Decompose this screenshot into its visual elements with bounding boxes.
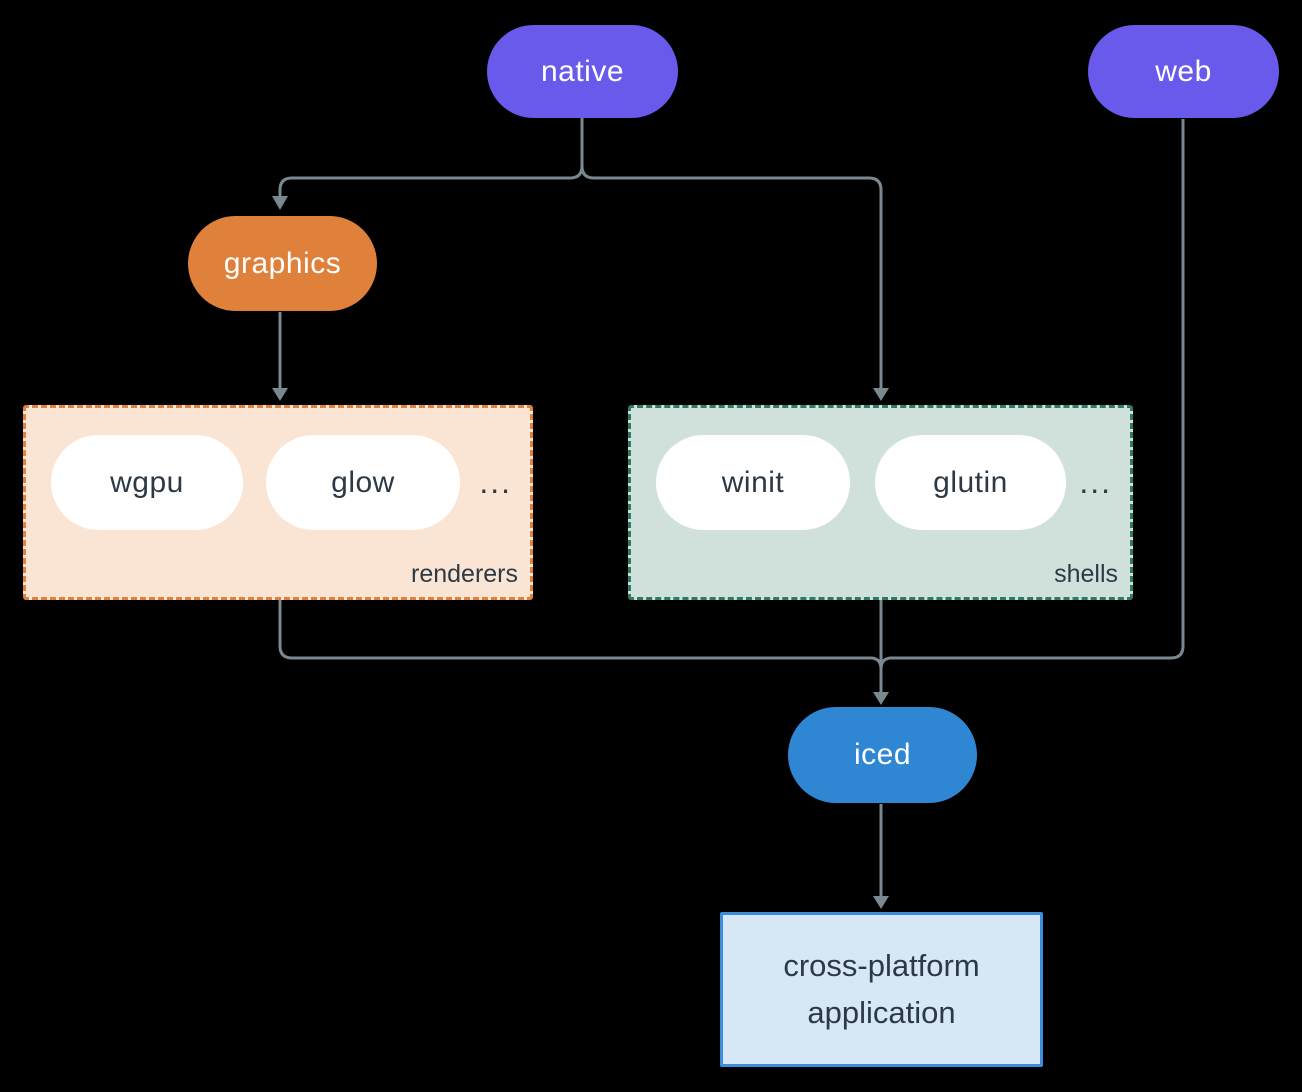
group-shells: winit glutin ... shells: [628, 405, 1133, 600]
arrowhead-into-graphics: [272, 196, 288, 210]
node-web: web: [1088, 25, 1279, 118]
group-renderers: wgpu glow ... renderers: [23, 405, 533, 600]
node-cross-platform-application-label: cross-platform application: [783, 948, 980, 1030]
node-iced-label: iced: [853, 738, 912, 771]
shells-ellipsis: ...: [1079, 464, 1112, 500]
arrowhead-into-shells: [873, 388, 889, 401]
node-wgpu-label: wgpu: [110, 465, 184, 499]
arrowhead-into-iced: [873, 692, 889, 705]
node-graphics-label: graphics: [223, 246, 342, 280]
node-wgpu: wgpu: [51, 435, 243, 530]
node-iced: iced: [788, 707, 977, 803]
node-graphics: graphics: [188, 216, 377, 311]
renderers-ellipsis: ...: [479, 464, 512, 500]
arrowhead-into-application: [873, 896, 889, 909]
node-web-label: web: [1155, 54, 1212, 88]
node-native-label: native: [540, 54, 625, 88]
node-native: native: [487, 25, 678, 118]
node-glow: glow: [266, 435, 460, 530]
edge-native-graphics: [278, 118, 584, 196]
node-glutin-label: glutin: [933, 465, 1008, 499]
node-cross-platform-application: cross-platform application: [720, 912, 1043, 1067]
arrowhead-into-renderers: [272, 388, 288, 401]
renderers-group-label: renderers: [411, 560, 518, 588]
edge-renderers-iced: [278, 600, 883, 670]
node-glow-label: glow: [331, 465, 395, 499]
node-glutin: glutin: [875, 435, 1066, 530]
shells-group-label: shells: [1054, 560, 1118, 588]
node-winit: winit: [656, 435, 850, 530]
edge-native-shells: [580, 118, 883, 388]
node-winit-label: winit: [721, 465, 785, 499]
